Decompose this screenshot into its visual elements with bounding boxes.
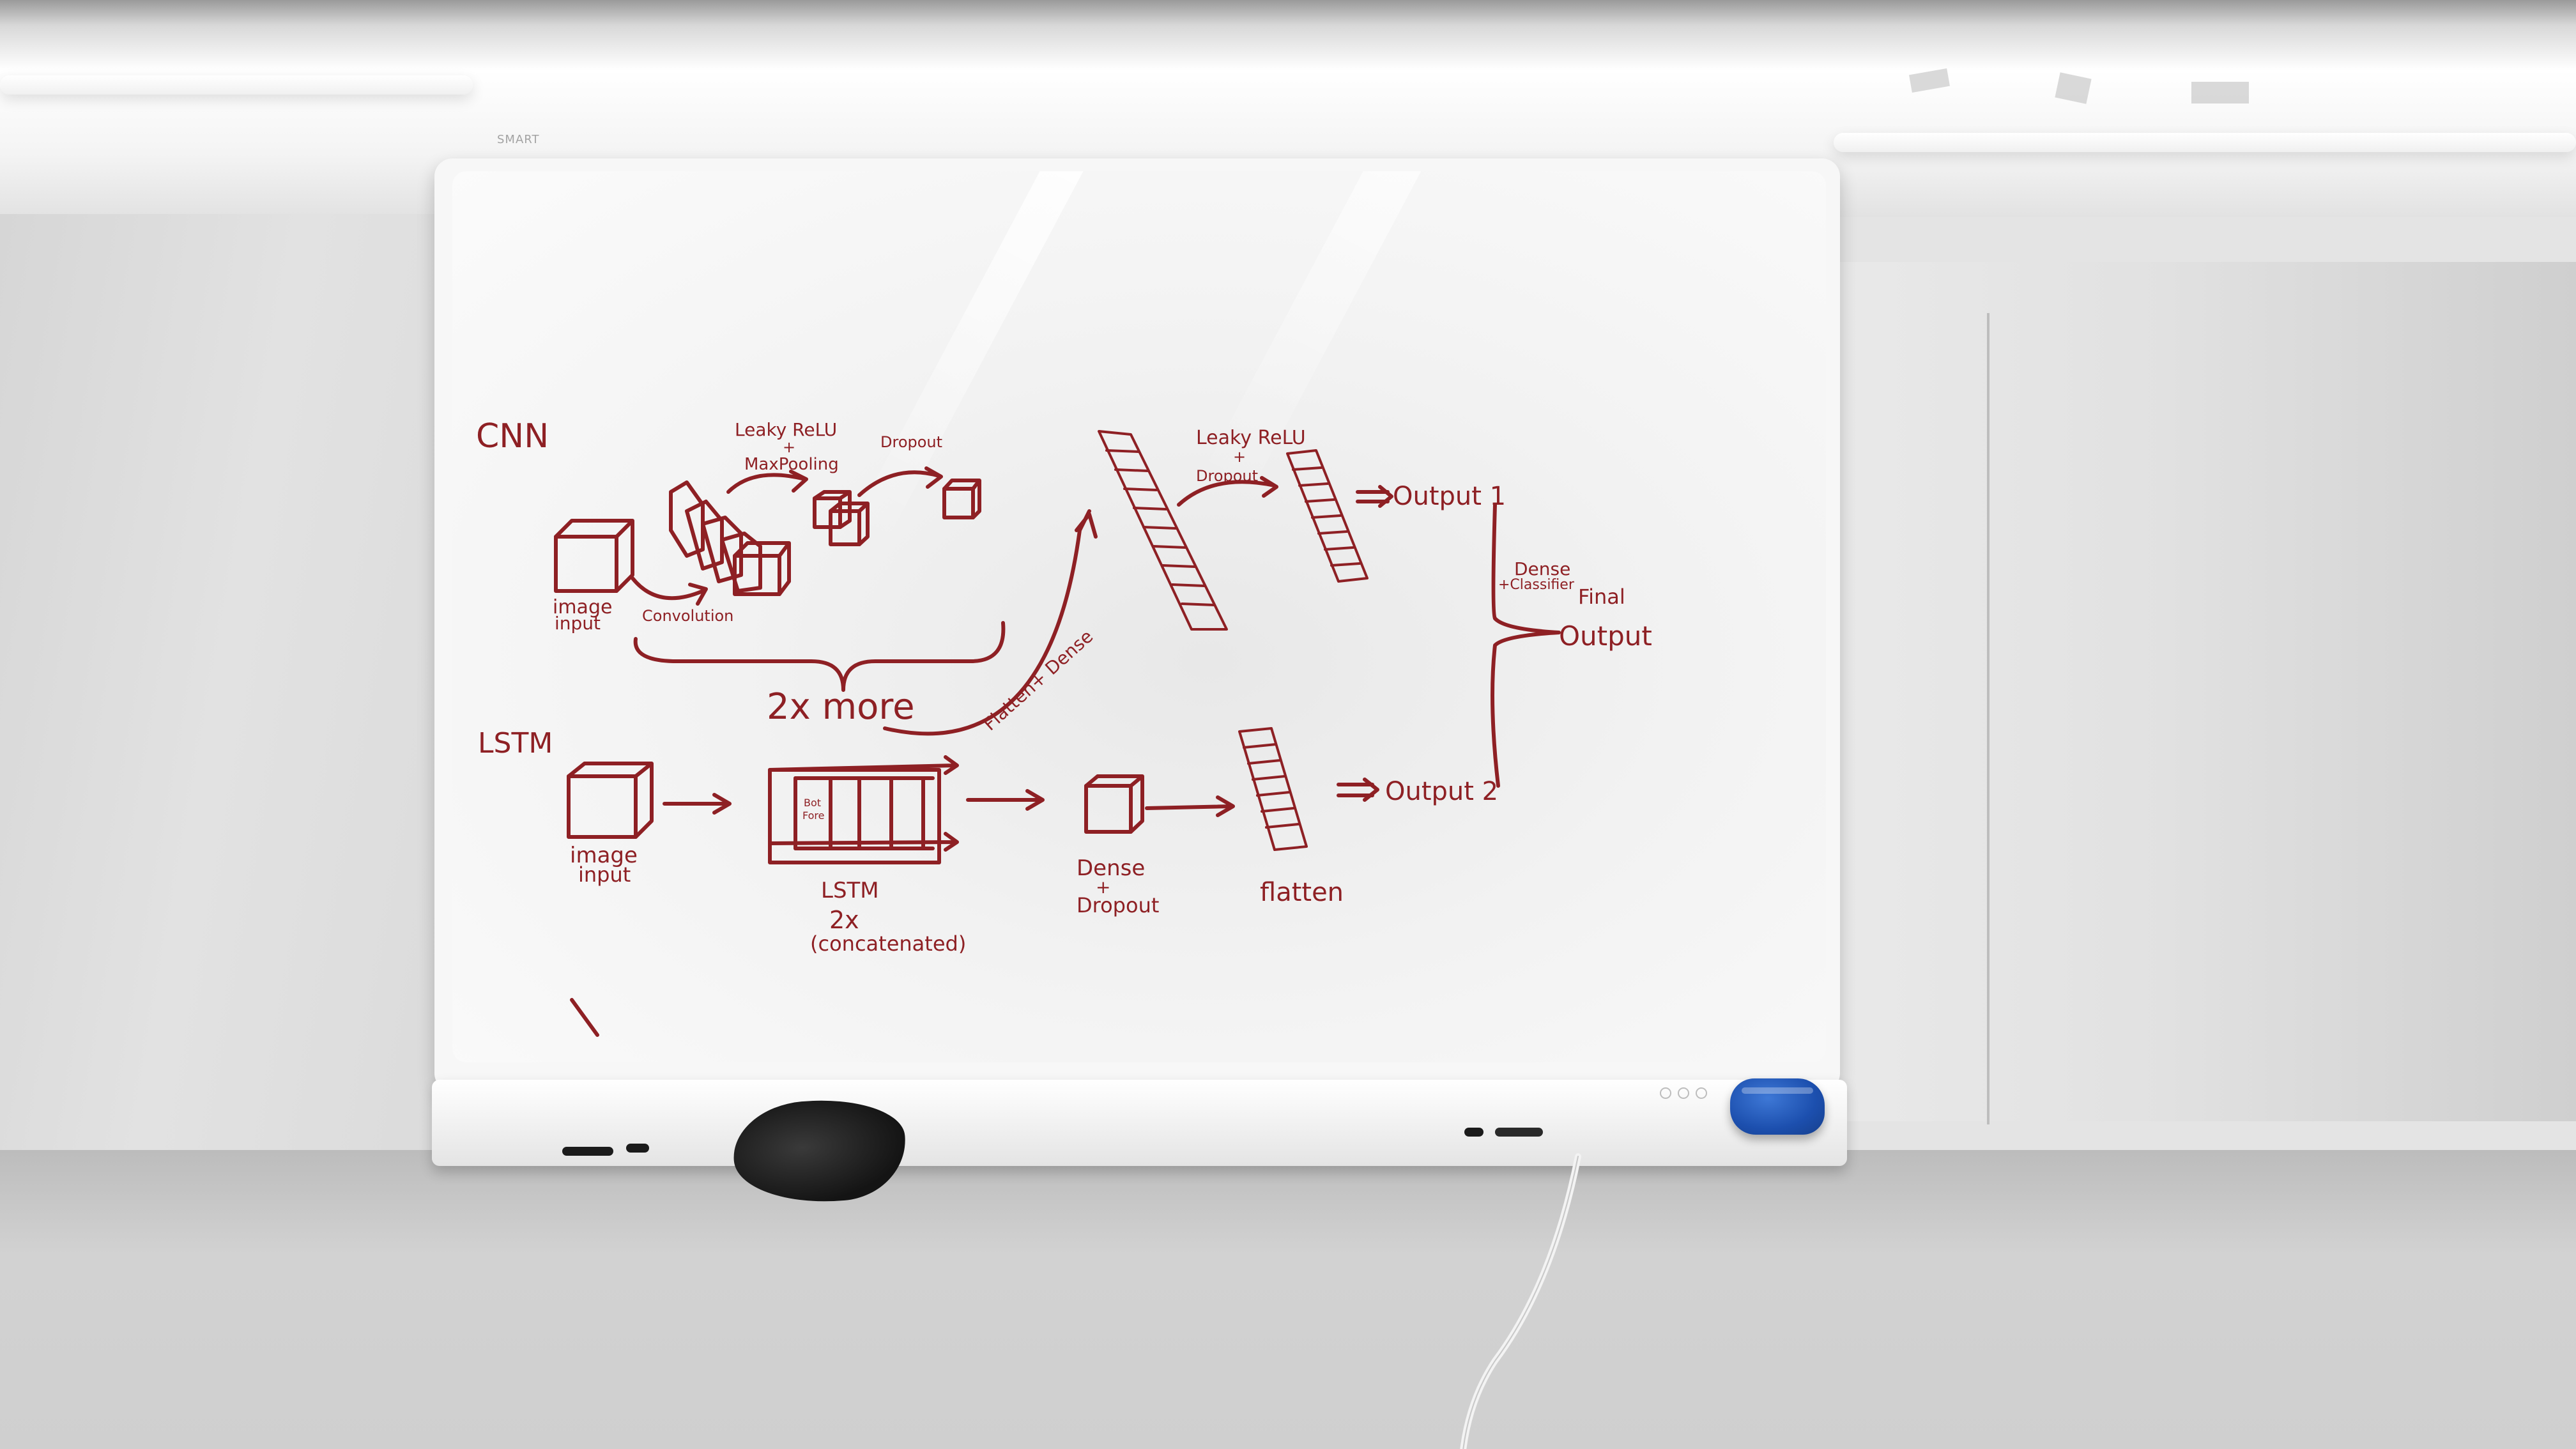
- leaky-relu-dropout-plus: +: [1233, 448, 1246, 466]
- lstm-section-label: LSTM: [478, 727, 553, 760]
- tray-buttons[interactable]: [1660, 1087, 1717, 1099]
- repeat-note-label: 2x more: [767, 686, 915, 728]
- lstm-input-label: input: [578, 862, 631, 887]
- cnn-image-input-cube: [554, 519, 634, 593]
- ceiling-light-left: [0, 75, 473, 95]
- cnn-flatten-strip: [1098, 430, 1228, 631]
- lstm-image-input-cube: [567, 762, 654, 839]
- lstm-concatenated-label: (concatenated): [810, 931, 966, 956]
- marker-pen[interactable]: [1464, 1128, 1483, 1137]
- dropout-label: Dropout: [880, 433, 942, 451]
- dense-label: Dense: [1077, 855, 1145, 881]
- leaky-relu-plus: +: [783, 438, 795, 456]
- lstm-cell-label-bottom: Fore: [802, 809, 825, 822]
- lstm-image-label: image: [570, 843, 638, 868]
- wall-panel-seam: [1987, 313, 1989, 1124]
- repeat-brace: [633, 621, 1006, 692]
- tray-button[interactable]: [1696, 1087, 1707, 1099]
- lstm-2x-label: 2x: [829, 906, 859, 934]
- classifier-label: +Classifier: [1498, 577, 1575, 593]
- relu-dropout-arrow: [1177, 476, 1278, 507]
- flatten-dense-arrow: [883, 509, 1098, 736]
- whiteboard-surface: [452, 171, 1826, 1062]
- tape-strip: [2191, 82, 2249, 103]
- maxpool-arrow: [726, 470, 808, 494]
- lstm-block: [768, 755, 959, 864]
- output-1-label: Output 1: [1393, 482, 1506, 511]
- convolution-label: Convolution: [642, 607, 733, 625]
- lstm-input-arrow: [663, 793, 732, 815]
- marker-pen[interactable]: [1495, 1128, 1543, 1137]
- stray-marker-mark: [570, 998, 599, 1037]
- cnn-section-label: CNN: [476, 417, 549, 456]
- dense-dropout-label: Dropout: [1077, 893, 1159, 917]
- dense-to-flatten-arrow: [1145, 795, 1235, 817]
- lstm-flatten-strip: [1238, 727, 1308, 851]
- conv-filter-stack: [669, 480, 791, 596]
- merge-brace: [1491, 503, 1561, 788]
- lstm-cell-label-top: Bot: [804, 797, 821, 809]
- leaky-relu-dropout-label: Leaky ReLU: [1196, 427, 1306, 449]
- marker-pen[interactable]: [562, 1147, 613, 1156]
- dense-dropout-cube: [1084, 774, 1144, 834]
- output-1-arrow: [1356, 485, 1393, 508]
- convolution-arrow: [631, 576, 708, 606]
- dropout-block: [942, 479, 981, 519]
- output-2-arrow: [1337, 778, 1379, 802]
- flatten-dense-label: Flatten+ Dense: [979, 625, 1098, 735]
- lstm-flatten-label: flatten: [1260, 878, 1344, 907]
- leaky-relu-label: Leaky ReLU: [735, 419, 837, 440]
- final-output-label: Output: [1559, 620, 1652, 652]
- ceiling-light-right: [1834, 133, 2576, 152]
- cnn-input-label: input: [555, 613, 601, 634]
- lstm-output-arrow: [966, 789, 1045, 811]
- dropout-arrow: [857, 466, 943, 497]
- lstm-block-label: LSTM: [821, 878, 879, 903]
- dense-classifier-label: Dense: [1514, 558, 1570, 579]
- whiteboard-eraser[interactable]: [1730, 1078, 1825, 1135]
- tray-button[interactable]: [1660, 1087, 1671, 1099]
- cnn-dense-strip: [1286, 449, 1368, 583]
- board-brand-label: SMART: [497, 133, 540, 146]
- dense-plus: +: [1096, 877, 1110, 898]
- wall-panel-right: [1834, 262, 2576, 1121]
- power-cable: [1460, 1153, 1581, 1449]
- final-label: Final: [1578, 585, 1625, 609]
- marker-tray: [432, 1080, 1847, 1166]
- wall-panel-left: [0, 214, 447, 1153]
- pooled-blocks: [813, 490, 870, 546]
- cnn-image-label: image: [553, 596, 612, 618]
- lower-wall: [0, 1150, 2576, 1449]
- tray-button[interactable]: [1678, 1087, 1689, 1099]
- marker-pen[interactable]: [626, 1144, 649, 1153]
- output-2-label: Output 2: [1385, 777, 1498, 806]
